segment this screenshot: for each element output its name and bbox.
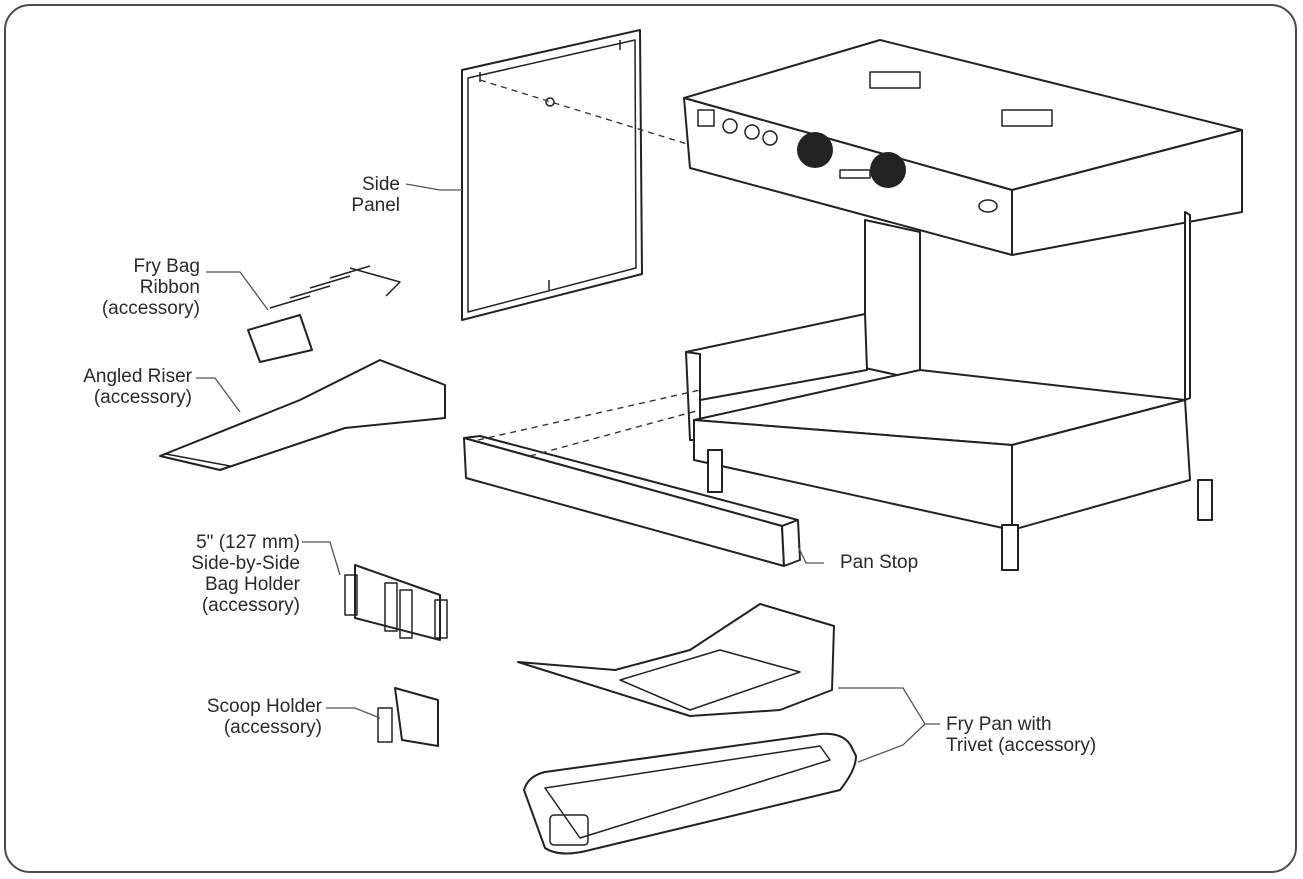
fry-pan-label-line: Trivet (accessory) [946,735,1097,756]
scoop-holder-label-line: (accessory) [223,717,322,738]
fry-bag-ribbon-label: Fry Bag Ribbon (accessory) [60,256,200,319]
side-panel-part [461,29,643,321]
fry-bag-ribbon-part [247,265,401,363]
bag-holder-label-line: (accessory) [201,595,300,616]
trivet-part [517,603,835,717]
bag-holder-label: 5" (127 mm) Side-by-Side Bag Holder (acc… [150,532,300,616]
fry-bag-ribbon-label-line: Ribbon [139,277,200,298]
bag-holder-label-line: Side-by-Side [191,553,300,574]
scoop-holder-label: Scoop Holder (accessory) [168,696,322,738]
bag-holder-label-line: Bag Holder [204,574,300,595]
fry-bag-ribbon-label-line: Fry Bag [133,256,200,277]
scoop-holder-label-line: Scoop Holder [206,696,322,717]
warmer-unit [683,39,1243,571]
fry-bag-ribbon-label-line: (accessory) [101,298,200,319]
fry-pan-label: Fry Pan with Trivet (accessory) [946,714,1096,756]
pan-stop-label-line: Pan Stop [840,552,919,573]
angled-riser-label-line: Angled Riser [83,366,192,387]
angled-riser-label: Angled Riser (accessory) [40,366,192,408]
leader-lines [196,183,940,763]
side-panel-label-line: Side [361,174,400,195]
pan-stop-part [463,435,801,567]
scoop-holder-part [377,687,439,747]
bag-holder-part [344,564,448,641]
side-panel-label: Side Panel [330,174,400,216]
side-panel-label-line: Panel [351,195,400,216]
fry-pan-part [523,732,857,855]
angled-riser-label-line: (accessory) [93,387,192,408]
pan-stop-label: Pan Stop [840,552,918,573]
angled-riser-part [159,359,446,471]
fry-pan-label-line: Fry Pan with [946,714,1052,735]
bag-holder-label-line: 5" (127 mm) [196,532,300,553]
